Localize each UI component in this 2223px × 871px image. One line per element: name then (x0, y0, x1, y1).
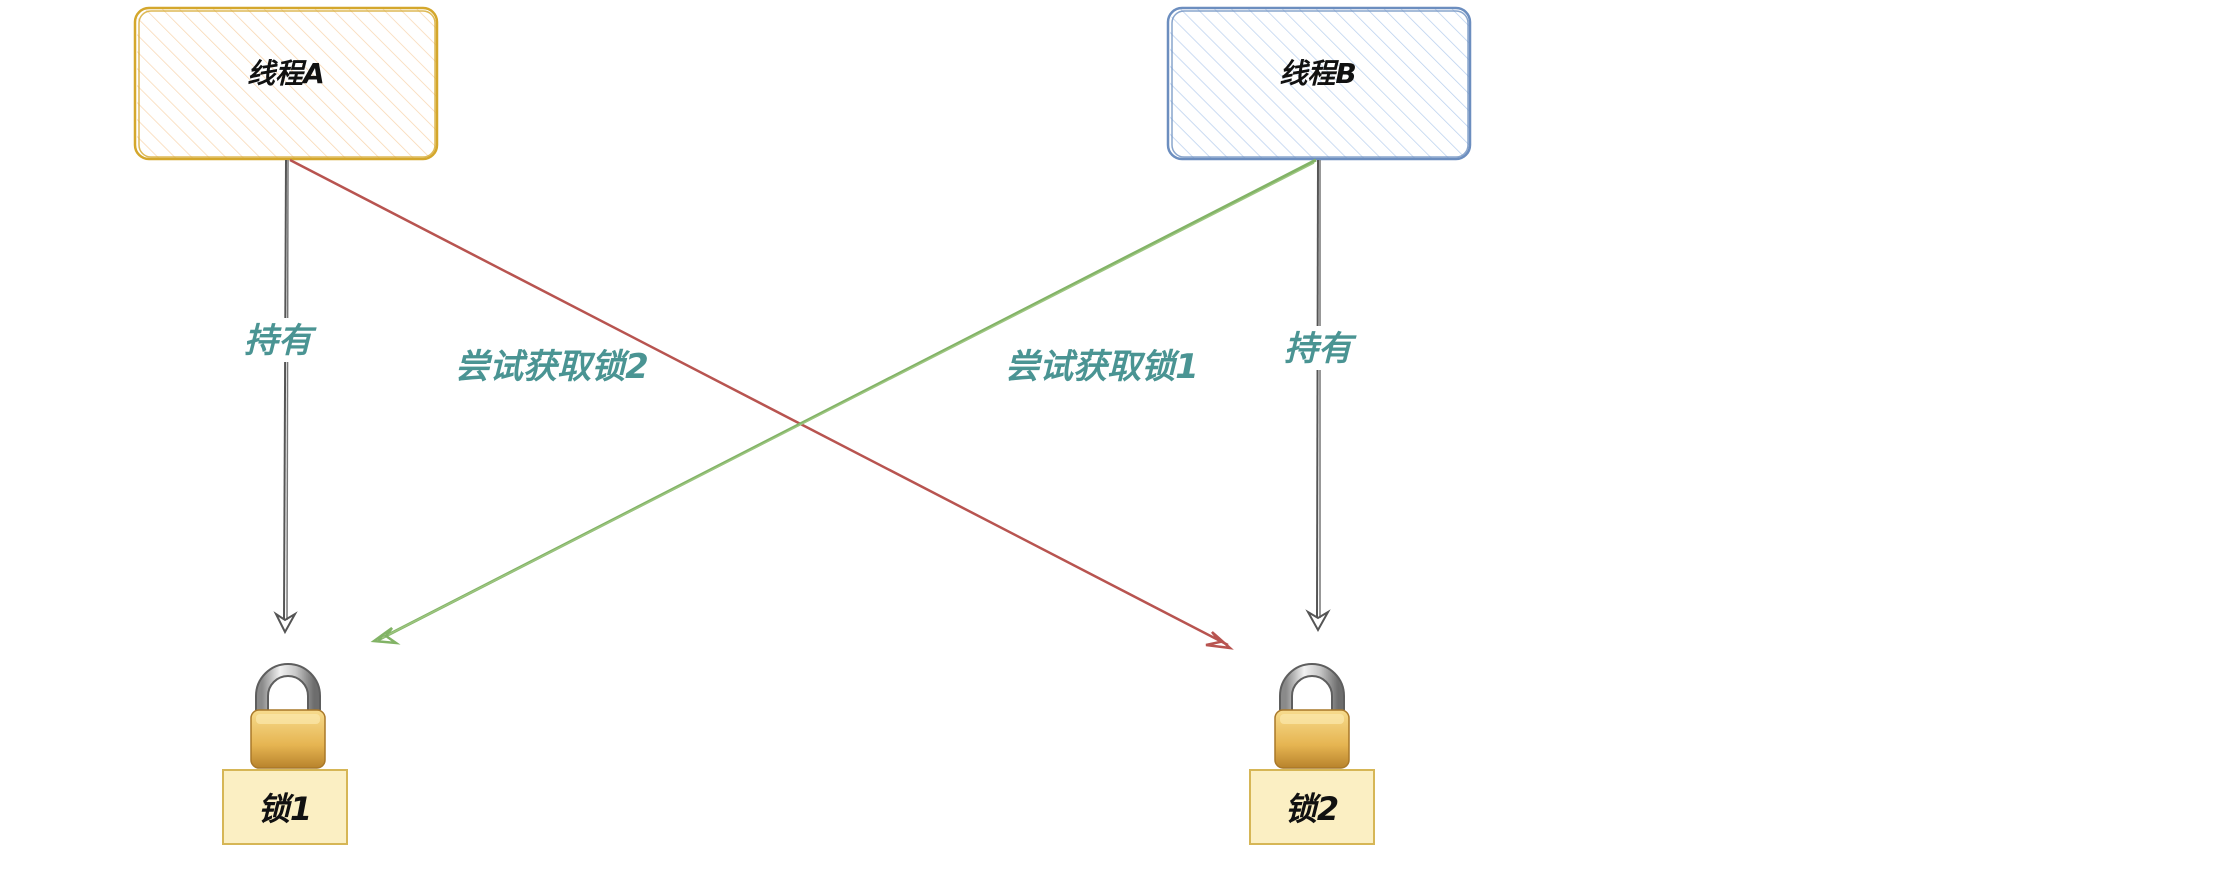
edge-label-a-holds: 持有 (244, 321, 317, 361)
arrowhead-icon (370, 626, 401, 645)
arrowhead-icon (273, 611, 298, 635)
lock1-label: 锁1 (257, 790, 313, 828)
edge-label-b-holds: 持有 (1284, 329, 1357, 369)
edge-b-tries-lock1 (370, 158, 1317, 645)
thread-b-label: 线程B (1279, 57, 1356, 90)
lock2-label: 锁2 (1284, 790, 1340, 828)
edge-a-tries-lock2 (289, 158, 1234, 650)
thread-a-label: 线程A (247, 57, 325, 90)
edge-b-holds-lock2 (1305, 159, 1331, 633)
padlock-icon (1274, 663, 1350, 769)
arrowhead-icon (1205, 631, 1234, 650)
lock2-label-box[interactable]: 锁2 (1249, 769, 1375, 845)
thread-b-box[interactable]: 线程B (1166, 6, 1472, 161)
edge-label-a-tries: 尝试获取锁2 (455, 347, 649, 387)
thread-a-box[interactable]: 线程A (133, 6, 439, 161)
edge-a-holds-lock1 (273, 159, 298, 635)
lock1-label-box[interactable]: 锁1 (222, 769, 348, 845)
arrowhead-icon (1305, 609, 1331, 633)
edge-label-b-tries: 尝试获取锁1 (1005, 347, 1199, 387)
padlock-icon (250, 663, 326, 769)
